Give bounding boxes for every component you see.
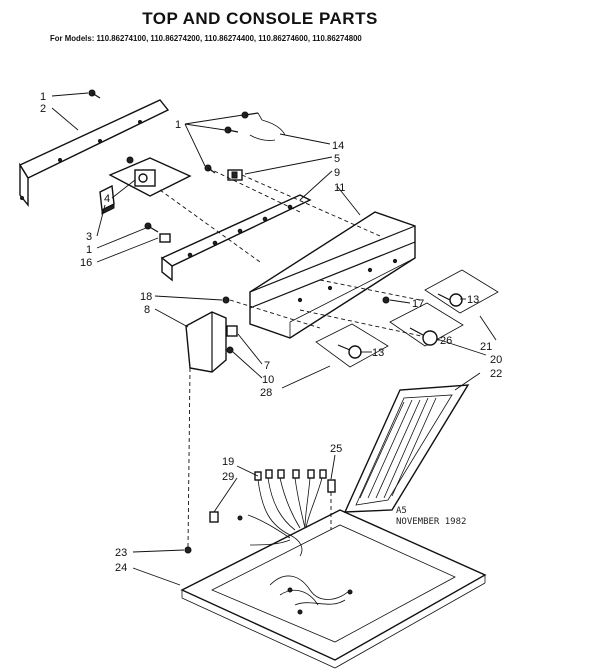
callout-9: 9	[334, 167, 340, 179]
wire-14	[249, 112, 286, 141]
screw-1b	[204, 111, 259, 174]
callout-17: 17	[412, 298, 424, 310]
callout-1b: 1	[175, 119, 181, 131]
callout-13a: 13	[467, 294, 479, 306]
console-end-cap	[185, 296, 238, 373]
callout-24: 24	[115, 562, 127, 574]
callout-13b: 13	[372, 347, 384, 359]
callout-11: 11	[334, 182, 345, 194]
screw-1c	[144, 222, 171, 243]
console-panel	[249, 211, 416, 339]
callout-3: 3	[86, 231, 92, 243]
callout-16: 16	[80, 257, 92, 269]
wire-harness-top	[269, 575, 353, 615]
console-rail	[160, 194, 312, 282]
callout-14: 14	[332, 140, 344, 152]
rear-trim-strip	[18, 99, 170, 207]
callout-25: 25	[330, 443, 342, 455]
screw-17	[382, 296, 390, 304]
knob-plate-right	[424, 269, 499, 314]
callout-18: 18	[140, 291, 152, 303]
alignment-line-vertical	[184, 367, 192, 554]
dryer-top	[180, 509, 487, 669]
switch-bracket	[108, 156, 192, 197]
callout-28: 28	[260, 387, 272, 399]
callout-1a: 1	[40, 91, 46, 103]
diagram-title: TOP AND CONSOLE PARTS	[142, 9, 378, 28]
callout-4: 4	[104, 193, 110, 205]
callout-19: 19	[222, 456, 234, 468]
callout-20: 20	[490, 354, 502, 366]
lint-filter	[343, 384, 470, 513]
alignment-lines-upper	[159, 167, 441, 341]
screw-1a	[88, 89, 101, 99]
callout-29: 29	[222, 471, 234, 483]
callout-7: 7	[264, 360, 270, 372]
callout-labels: 1 2 1 14 5 9 11 3 4 1 16 18 8 17 13 21 2…	[40, 91, 502, 574]
knob-plate-middle	[389, 302, 464, 347]
callout-5: 5	[334, 153, 340, 165]
callout-leaders	[51, 92, 497, 586]
callout-23: 23	[115, 547, 127, 559]
model-list: For Models: 110.86274100, 110.86274200, …	[50, 33, 362, 43]
knob-3	[99, 184, 115, 215]
callout-10: 10	[262, 374, 274, 386]
bolt-25	[327, 479, 336, 530]
callout-1c: 1	[86, 244, 92, 256]
revision-stamp: A5 NOVEMBER 1982	[396, 506, 466, 528]
connector-29	[209, 511, 219, 523]
knob-plate-left	[315, 323, 389, 368]
revision-code: A5	[396, 506, 407, 516]
callout-8: 8	[144, 304, 150, 316]
callout-22: 22	[490, 368, 502, 380]
callout-26: 26	[440, 335, 452, 347]
revision-date: NOVEMBER 1982	[396, 517, 467, 527]
callout-21: 21	[480, 341, 492, 353]
callout-2: 2	[40, 103, 46, 115]
